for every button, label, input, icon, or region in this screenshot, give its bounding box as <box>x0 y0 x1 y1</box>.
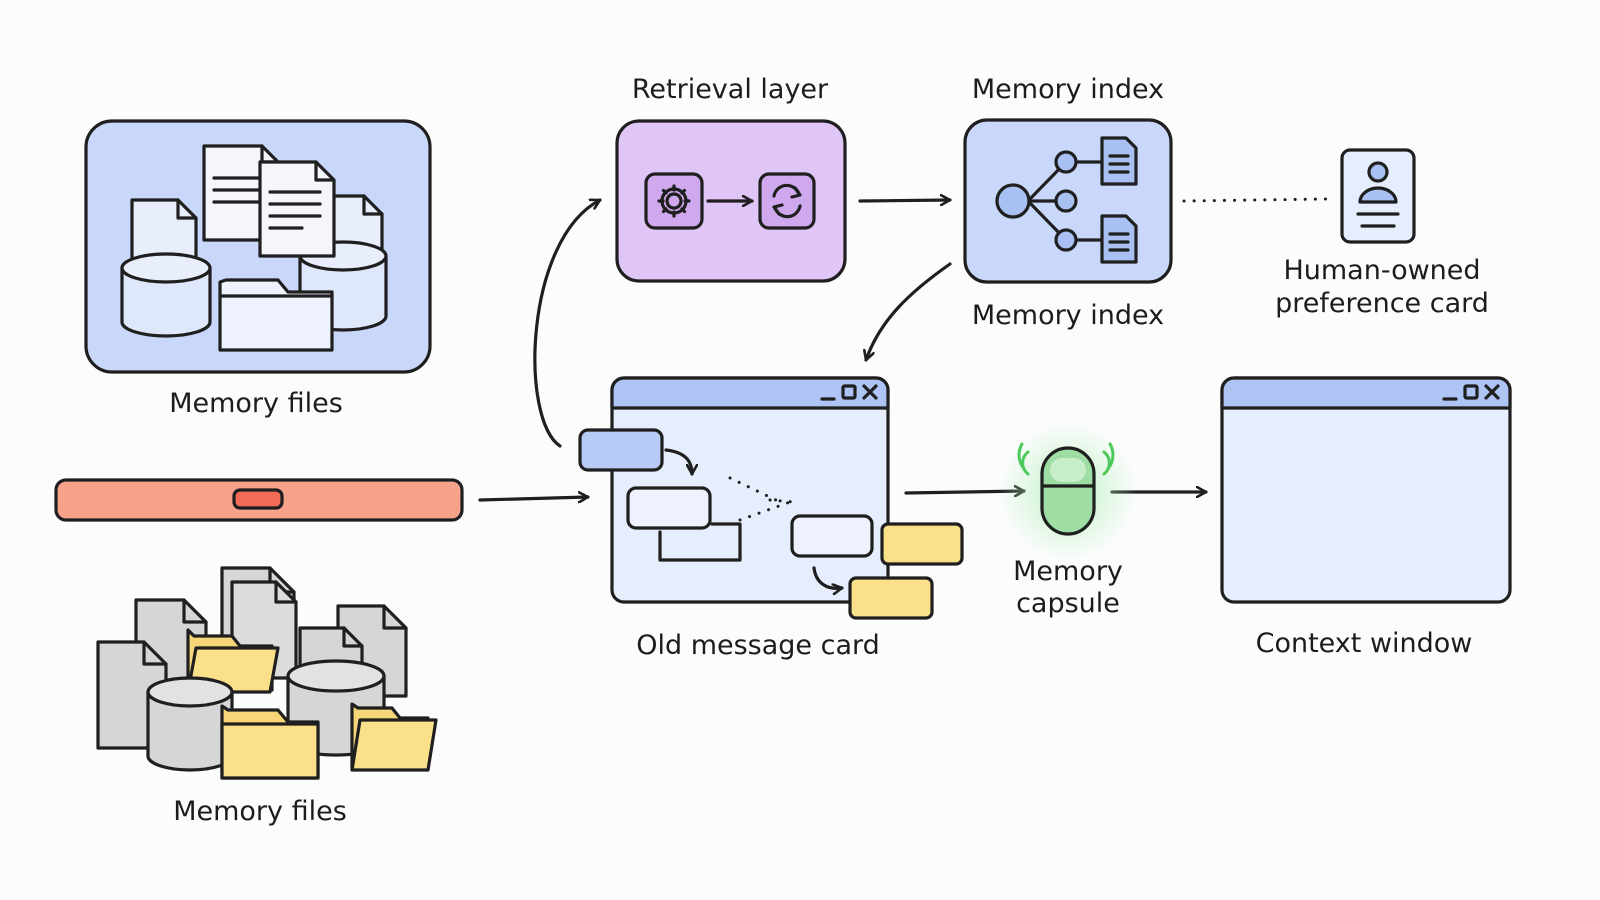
window-controls-icon <box>820 384 878 401</box>
memory-files-top-label: Memory files <box>169 388 343 419</box>
message-chip <box>790 514 874 558</box>
folder-icon <box>350 702 438 772</box>
retrieval-layer-label: Retrieval layer <box>632 74 829 105</box>
document-icon <box>258 160 336 258</box>
refresh-icon <box>758 172 816 230</box>
memory-index-bottom-label: Memory index <box>972 300 1164 331</box>
arrow-index-to-message-card <box>866 262 952 362</box>
old-message-card-label: Old message card <box>636 630 880 661</box>
memory-files-pile <box>96 566 438 780</box>
preference-card-label-line1: Human-owned <box>1283 255 1480 286</box>
old-message-card-window <box>578 376 964 620</box>
context-window-label: Context window <box>1256 628 1473 659</box>
retrieval-layer-panel <box>615 119 847 283</box>
memory-index-top-label: Memory index <box>972 74 1164 105</box>
memory-files-bottom-label: Memory files <box>173 796 347 827</box>
document-list-icon <box>1100 214 1138 264</box>
sticky-note <box>880 522 964 566</box>
document-list-icon <box>1100 136 1138 186</box>
person-icon <box>1358 161 1398 204</box>
memory-files-panel-top <box>84 119 432 374</box>
database-icon <box>120 252 212 338</box>
memory-capsule-label-line2: capsule <box>1016 588 1120 619</box>
preference-card-label-line2: preference card <box>1275 288 1489 319</box>
memory-index-panel <box>963 118 1173 284</box>
arrow-to-retrieval <box>533 198 602 448</box>
preference-card <box>1340 148 1416 244</box>
memory-capsule <box>998 422 1138 562</box>
arrow-retrieval-to-index <box>858 200 952 201</box>
context-window <box>1220 376 1512 604</box>
message-chip <box>578 428 664 472</box>
arrow-bar-to-message-card <box>478 497 590 500</box>
folder-icon <box>218 278 334 352</box>
message-chip <box>626 486 712 530</box>
sticky-note <box>848 576 934 620</box>
folder-icon <box>186 628 280 694</box>
gear-icon <box>644 172 704 230</box>
database-icon <box>146 676 234 772</box>
dotted-connector <box>1182 197 1328 203</box>
root-node <box>995 183 1031 219</box>
window-controls-icon <box>1442 384 1500 401</box>
folder-icon <box>220 704 320 780</box>
red-input-bar <box>54 478 464 522</box>
memory-capsule-label-line1: Memory <box>1013 556 1123 587</box>
